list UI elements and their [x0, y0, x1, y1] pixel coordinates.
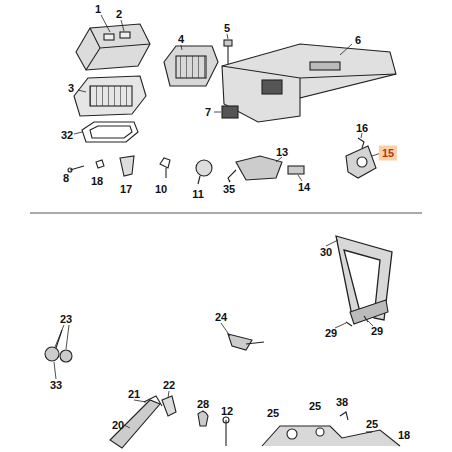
callout-number: 3 [68, 83, 74, 94]
callout-number: 28 [197, 399, 209, 410]
callout-number: 11 [192, 189, 204, 200]
callout-number: 25 [366, 419, 378, 430]
callout-number: 17 [120, 184, 132, 195]
callout-number: 10 [155, 184, 167, 195]
callout-number: 18 [398, 430, 410, 441]
callout-number: 29 [325, 328, 337, 339]
callout-number: 12 [221, 406, 233, 417]
callout-number: 38 [336, 397, 348, 408]
callout-number: 13 [276, 147, 288, 158]
callout-number: 7 [205, 107, 211, 118]
callout-number: 6 [355, 35, 361, 46]
callout-number: 14 [298, 182, 310, 193]
callout-number: 24 [215, 312, 227, 323]
callout-number: 15 [382, 148, 394, 159]
callout-number: 30 [320, 247, 332, 258]
callout-number: 23 [60, 314, 72, 325]
callout-number: 4 [178, 34, 184, 45]
callout-number: 5 [224, 23, 230, 34]
callout-number: 8 [63, 173, 69, 184]
callout-number: 25 [267, 408, 279, 419]
callout-number: 20 [112, 420, 124, 431]
callout-number: 16 [356, 123, 368, 134]
callout-number: 25 [309, 401, 321, 412]
callout-number: 1 [95, 4, 101, 15]
callout-number: 32 [61, 130, 73, 141]
callout-number: 21 [128, 389, 140, 400]
highlight-box: 15 [379, 146, 397, 161]
callout-number: 2 [116, 9, 122, 20]
callout-number: 35 [223, 184, 235, 195]
callout-number: 18 [91, 176, 103, 187]
callout-number: 22 [163, 380, 175, 391]
callout-number: 33 [50, 380, 62, 391]
callout-number: 29 [371, 326, 383, 337]
